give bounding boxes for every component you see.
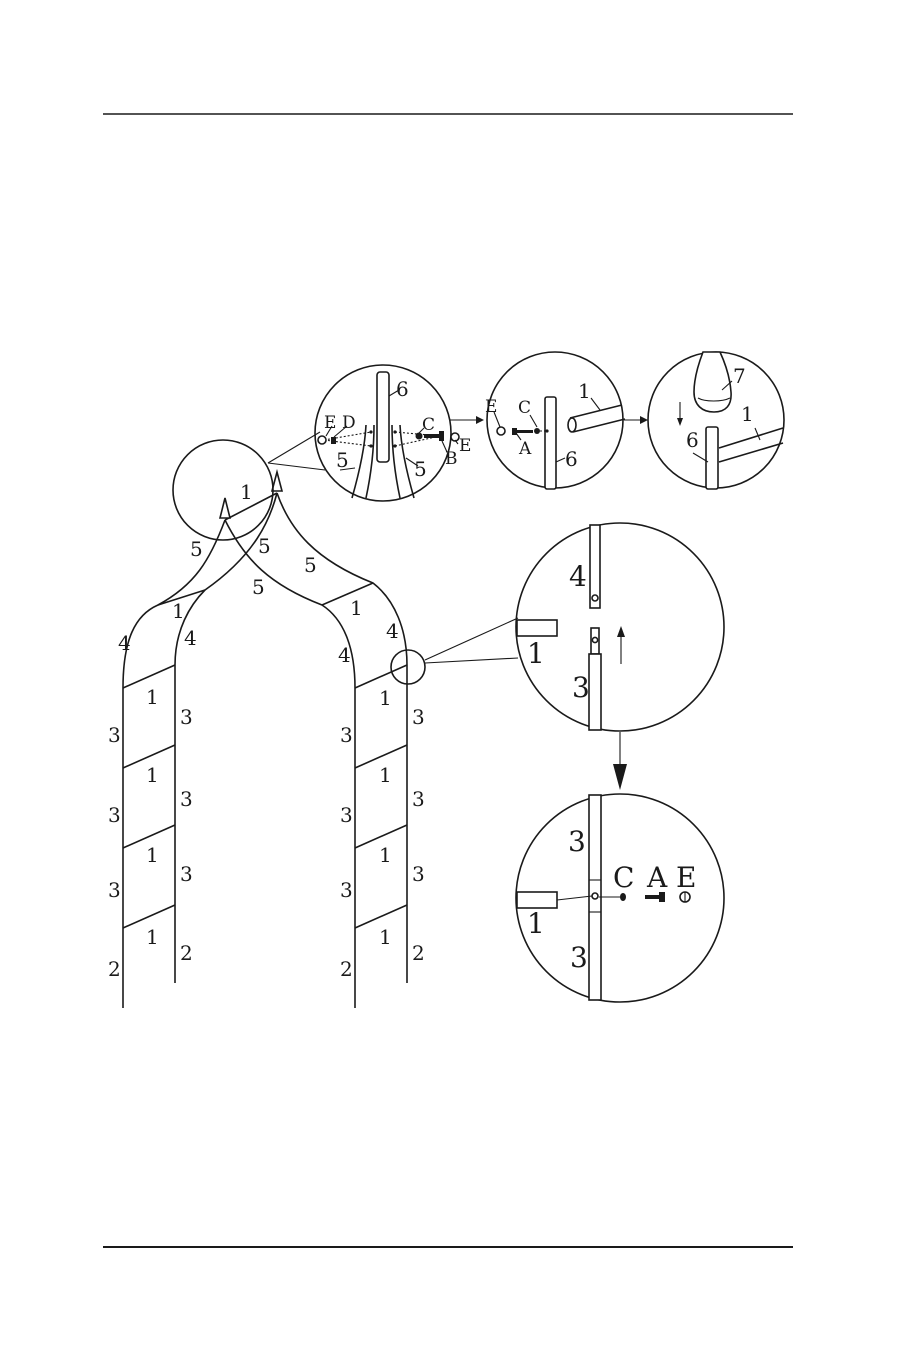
arch-label: 5 [252,575,265,599]
arch-label: 1 [379,763,392,787]
detail-finial-cap [648,352,784,489]
arch-label: 2 [412,941,425,965]
detail-label: 1 [578,379,591,403]
detail-label: 6 [686,428,699,452]
detail-label: C [422,415,435,435]
detail-label: 1 [527,637,545,670]
arch-label: 1 [172,599,185,623]
arch-label: 3 [180,862,193,886]
detail-label: 6 [565,447,578,471]
detail-label: 4 [569,560,587,593]
arch-label: 3 [412,705,425,729]
arch-label: 1 [379,925,392,949]
detail-label: C [613,861,634,894]
detail-label: 3 [568,825,586,858]
arch-label: 3 [108,723,121,747]
finial-left [220,498,230,518]
arch-label: 1 [146,843,159,867]
arch-label: 1 [350,596,363,620]
side-detail-callout [391,650,425,684]
detail-label: 1 [741,402,754,426]
detail-label: C [518,398,531,418]
detail-label: E [676,861,696,894]
arch-label: 3 [340,723,353,747]
arch-label: 1 [379,686,392,710]
arch-label: 4 [184,626,197,650]
arch-label: 1 [379,843,392,867]
detail-label: 6 [396,377,409,401]
detail-label: E [485,397,497,417]
detail-label: 7 [733,364,746,388]
arch-label: 5 [190,537,203,561]
arch-label: 3 [412,787,425,811]
arch-label: 1 [146,763,159,787]
detail-pole-insert [516,523,724,731]
detail-label: A [518,439,532,459]
detail-label: B [445,449,458,469]
arch-label: 5 [304,553,317,577]
arch-label: 5 [258,534,271,558]
arch-label: 4 [118,631,131,655]
detail-top-joint [315,365,459,501]
detail-label: 3 [570,941,588,974]
detail-side-bolt [516,794,724,1002]
arch-label: 2 [340,957,353,981]
detail-label: E [324,413,336,433]
arch-label: 3 [340,878,353,902]
detail-bolt-joint [487,352,625,489]
arch-label: 4 [338,643,351,667]
detail-label: D [342,413,356,433]
arch-label: 3 [340,803,353,827]
detail-label: 1 [527,907,545,940]
arch-label: 1 [240,480,253,504]
arch-label: 3 [108,878,121,902]
detail-label: 5 [336,448,349,472]
arch-label: 4 [386,619,399,643]
detail-label: 3 [572,671,590,704]
detail-label: 5 [414,457,427,481]
detail-label: A [646,861,668,894]
arch-label: 3 [180,787,193,811]
arch-label: 3 [412,862,425,886]
arch-label: 3 [180,705,193,729]
detail-label: E [459,436,471,456]
arch-label: 2 [180,941,193,965]
arch-label: 1 [146,685,159,709]
arch-label: 1 [146,925,159,949]
arch-label: 2 [108,957,121,981]
arch-label: 3 [108,803,121,827]
